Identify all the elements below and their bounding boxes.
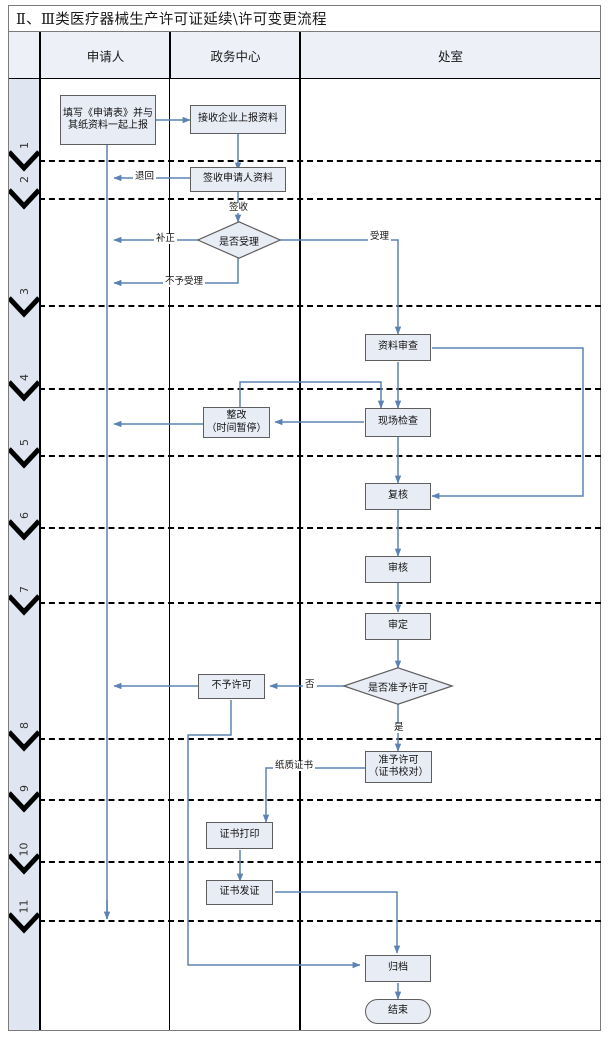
node-examination[interactable]: 审核	[365, 556, 431, 583]
lane-divider-2	[169, 32, 171, 1030]
node-certificate-print[interactable]: 证书打印	[206, 822, 273, 849]
edge-label-signed: 签收	[227, 202, 251, 213]
node-fill-application-form[interactable]: 填写《申请表》并与其纸资料一起上报	[60, 95, 156, 145]
node-label: 签收申请人资料	[203, 173, 273, 185]
page-title: Ⅱ、Ⅲ类医疗器械生产许可证延续\许可变更流程	[16, 11, 327, 28]
step-number-10: 10	[17, 842, 31, 856]
step-number-8: 8	[17, 721, 31, 729]
outer-frame	[8, 5, 601, 1031]
node-material-review[interactable]: 资料审查	[365, 334, 431, 361]
edge-label-paper-cert: 纸质证书	[273, 760, 316, 771]
step-number-2: 2	[17, 175, 31, 183]
node-label: 是否准予许可	[368, 682, 428, 694]
node-rectification[interactable]: 整改 （时间暂停）	[203, 407, 270, 438]
node-label: 证书打印	[219, 829, 260, 841]
step-number-9: 9	[17, 784, 31, 792]
edge-label-supplement: 补正	[154, 233, 178, 244]
step-number-7: 7	[17, 585, 31, 593]
node-sublabel: （证书校对）	[368, 767, 429, 778]
node-onsite-inspection[interactable]: 现场检查	[365, 408, 431, 437]
node-label: 不予许可	[211, 680, 252, 692]
lane-divider-3	[299, 32, 301, 1030]
edge-label-not-accepted: 不予受理	[163, 276, 206, 287]
node-label: 归档	[388, 962, 408, 974]
step-number-strip	[9, 79, 39, 1030]
row-divider-10	[39, 861, 601, 863]
node-receive-enterprise-materials[interactable]: 接收企业上报资料	[190, 105, 286, 134]
node-label: 接收企业上报资料	[198, 113, 278, 125]
row-divider-6	[39, 527, 601, 529]
node-is-permit-granted-decision[interactable]: 是否准予许可	[341, 667, 455, 705]
node-end-terminator[interactable]: 结束	[365, 999, 431, 1024]
row-divider-4	[39, 388, 601, 390]
node-permit-granted[interactable]: 准予许可 （证书校对）	[365, 751, 432, 783]
node-label: 结束	[388, 1005, 408, 1017]
row-divider-9	[39, 799, 601, 801]
node-label: 准予许可	[378, 754, 419, 766]
node-archive[interactable]: 归档	[365, 955, 431, 982]
node-re-examination[interactable]: 复核	[365, 483, 431, 510]
step-number-11: 11	[17, 899, 31, 913]
row-divider-11	[39, 920, 601, 922]
edge-label-no: 否	[303, 679, 317, 690]
step-number-6: 6	[17, 511, 31, 519]
node-label: 审核	[388, 563, 408, 575]
step-number-3: 3	[17, 287, 31, 295]
node-sublabel: （时间暂停）	[206, 422, 267, 434]
row-divider-5	[39, 455, 601, 457]
node-label: 是否受理	[219, 236, 259, 248]
node-permit-denied[interactable]: 不予许可	[198, 674, 265, 699]
column-header-center-label: 政务中心	[210, 48, 261, 64]
column-header-office-label: 处室	[437, 48, 463, 64]
column-header-applicant: 申请人	[40, 32, 170, 79]
node-label: 整改	[226, 410, 247, 421]
step-number-1: 1	[17, 141, 31, 149]
node-sign-applicant-materials[interactable]: 签收申请人资料	[190, 167, 286, 192]
row-divider-3	[39, 305, 601, 307]
lane-divider-1	[39, 32, 41, 1030]
row-divider-2	[39, 198, 601, 200]
node-label: 现场检查	[378, 416, 418, 428]
chart-title-bar: Ⅱ、Ⅲ类医疗器械生产许可证延续\许可变更流程	[8, 5, 601, 32]
node-label: 资料审查	[378, 341, 418, 353]
column-header-center: 政务中心	[170, 32, 300, 79]
node-label: 证书发证	[219, 886, 260, 898]
edge-label-yes: 是	[392, 722, 406, 733]
edge-label-accepted: 受理	[368, 231, 392, 242]
node-certificate-issue[interactable]: 证书发证	[206, 880, 273, 905]
row-divider-8	[39, 738, 601, 740]
row-divider-7	[39, 602, 601, 604]
column-header-applicant-label: 申请人	[86, 48, 125, 64]
column-header-office: 处室	[300, 32, 600, 79]
step-number-4: 4	[17, 373, 31, 381]
column-header-step	[9, 32, 40, 79]
node-label: 填写《申请表》并与其纸资料一起上报	[63, 107, 153, 132]
step-number-5: 5	[17, 438, 31, 446]
node-label: 复核	[388, 490, 408, 502]
edge-label-return: 退回	[133, 171, 157, 182]
node-is-accepted-decision[interactable]: 是否受理	[196, 221, 282, 259]
node-final-approval[interactable]: 审定	[365, 613, 431, 640]
node-label: 审定	[388, 620, 408, 632]
row-divider-1	[39, 160, 601, 162]
